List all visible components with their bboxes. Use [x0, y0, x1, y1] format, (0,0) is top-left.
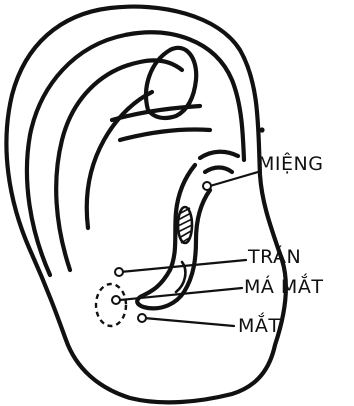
mouth-point-marker: [203, 182, 211, 190]
concha-outline: [137, 165, 210, 308]
cheek-eye-region: [96, 284, 126, 326]
eye-leader-line: [144, 318, 234, 326]
eye-point-marker: [138, 314, 146, 322]
eye-label: MẮT: [238, 311, 281, 337]
crus-of-helix: [120, 129, 210, 140]
antihelix-fold: [56, 60, 182, 270]
cheek-eye-point-marker: [112, 296, 120, 304]
forehead-label: TRÁN: [247, 245, 301, 268]
tragus-lower-arc: [205, 168, 232, 173]
tragus-upper-arc: [200, 152, 238, 158]
ear-outer-outline: [6, 7, 286, 403]
cheek-eye-label: MÁ MẮT: [244, 272, 323, 298]
mouth-label: MIỆNG: [258, 152, 323, 175]
forehead-point-marker: [115, 268, 123, 276]
top-mark-dot: [259, 127, 264, 132]
ear-canal-hatch: [178, 207, 192, 243]
mouth-leader-line: [210, 172, 258, 186]
